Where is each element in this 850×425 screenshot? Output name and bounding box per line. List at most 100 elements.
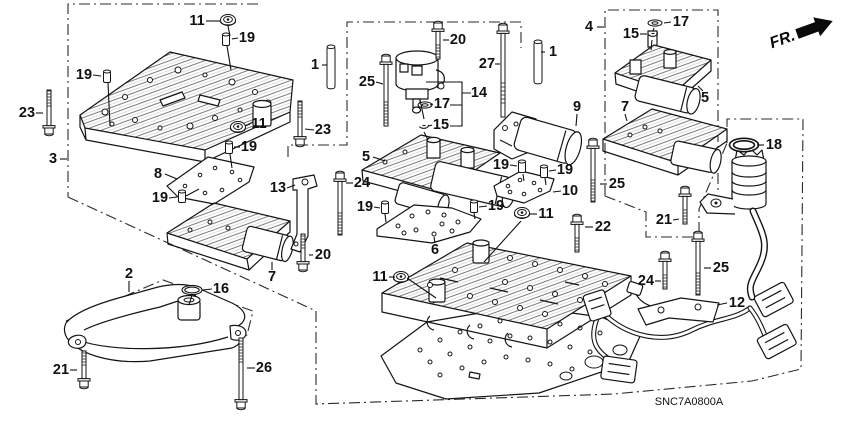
pin-icon [518, 159, 526, 173]
bolt-icon [586, 137, 600, 203]
solenoid-module-4 [602, 30, 728, 176]
pin-icon [540, 164, 548, 178]
callout-11: 11 [189, 13, 204, 29]
callout-11: 11 [538, 206, 553, 222]
callout-13: 13 [270, 180, 286, 196]
callout-21: 21 [53, 362, 69, 378]
clip-icon [418, 124, 429, 129]
callout-24: 24 [354, 175, 370, 191]
bolt-icon [333, 170, 347, 236]
callout-19: 19 [557, 162, 573, 178]
callout-19: 19 [239, 30, 255, 46]
part-code: SNC7A0800A [655, 396, 724, 408]
callout-1: 1 [549, 44, 557, 60]
callout-4: 4 [585, 19, 593, 35]
callout-leader-7 [624, 113, 628, 122]
stay-bracket-13 [290, 174, 318, 253]
callout-leader-6 [433, 236, 436, 244]
callout-19: 19 [357, 199, 373, 215]
atf-strainer [63, 283, 247, 363]
callout-leader-19 [92, 74, 102, 77]
callout-23: 23 [315, 122, 331, 138]
callout-leader-8 [164, 173, 178, 180]
callout-26: 26 [256, 360, 272, 376]
oring-icon [728, 137, 760, 153]
callout-leader-19 [548, 169, 557, 172]
callout-leader-25 [375, 81, 384, 85]
separator-plate-8 [166, 156, 255, 205]
callout-leader-19 [373, 206, 381, 209]
grommet-icon [514, 207, 530, 219]
callout-27: 27 [479, 56, 495, 72]
callout-2: 2 [125, 266, 133, 282]
callout-leader-17 [429, 103, 434, 106]
callout-leader-19 [168, 196, 178, 199]
callout-25: 25 [609, 176, 625, 192]
callout-leader-9 [575, 113, 578, 127]
callout-10: 10 [562, 183, 578, 199]
callout-leader-16 [201, 288, 213, 291]
bolt-icon [496, 22, 510, 118]
callout-9: 9 [573, 99, 581, 115]
callout-leader-10 [552, 190, 562, 193]
callout-15: 15 [623, 26, 639, 42]
wire-harness-12 [582, 281, 797, 384]
pin-icon [225, 140, 233, 154]
callout-5: 5 [362, 149, 370, 165]
callout-leader-12 [716, 302, 728, 306]
solenoid-valve-14 [395, 50, 445, 114]
separator-plate-6 [376, 204, 482, 244]
dowel-pin-icon [326, 44, 336, 90]
callout-23: 23 [19, 105, 35, 121]
callout-19: 19 [152, 190, 168, 206]
callout-24: 24 [638, 273, 654, 289]
pin-icon [381, 200, 389, 214]
callout-leader-5 [697, 85, 704, 92]
pin-icon [470, 199, 478, 213]
callout-20: 20 [315, 247, 331, 263]
pin-icon [103, 69, 111, 83]
solenoid-9 [493, 111, 583, 166]
callout-6: 6 [431, 242, 439, 258]
callout-15: 15 [433, 117, 449, 133]
callout-17: 17 [434, 96, 450, 112]
callout-16: 16 [213, 281, 229, 297]
pin-icon [178, 189, 186, 203]
callout-1: 1 [311, 57, 319, 73]
washer-icon [647, 19, 663, 27]
callout-leader-5 [372, 156, 386, 162]
callout-leader-19 [478, 205, 488, 208]
callout-leader-13 [286, 184, 296, 189]
bolt-icon [234, 337, 248, 411]
oring-icon [181, 284, 203, 296]
solenoid-module-5 [361, 134, 517, 217]
callout-7: 7 [621, 99, 629, 115]
callout-leader-23 [304, 128, 315, 131]
bolt-icon [570, 213, 584, 253]
callout-8: 8 [154, 166, 162, 182]
callout-3: 3 [49, 151, 57, 167]
callout-19: 19 [488, 198, 504, 214]
grommet-icon [230, 121, 246, 133]
bolt-icon [658, 250, 672, 290]
callout-leader-17 [663, 21, 672, 24]
pressure-filter-18 [699, 147, 768, 301]
main-valve-body [381, 239, 632, 349]
callout-19: 19 [241, 139, 257, 155]
bolt-icon [77, 350, 91, 390]
lower-valve-body [166, 202, 294, 271]
callout-leader-21 [672, 218, 680, 221]
callout-5: 5 [701, 90, 709, 106]
grommet-icon [220, 14, 236, 26]
callout-leader-19 [509, 164, 518, 167]
bolt-icon [691, 230, 705, 296]
group-boundary-lines [65, 3, 804, 405]
callout-12: 12 [729, 295, 745, 311]
callout-17: 17 [673, 14, 689, 30]
dowel-pin-icon [533, 39, 543, 85]
callout-18: 18 [766, 137, 782, 153]
fr-arrow-icon [795, 17, 833, 39]
